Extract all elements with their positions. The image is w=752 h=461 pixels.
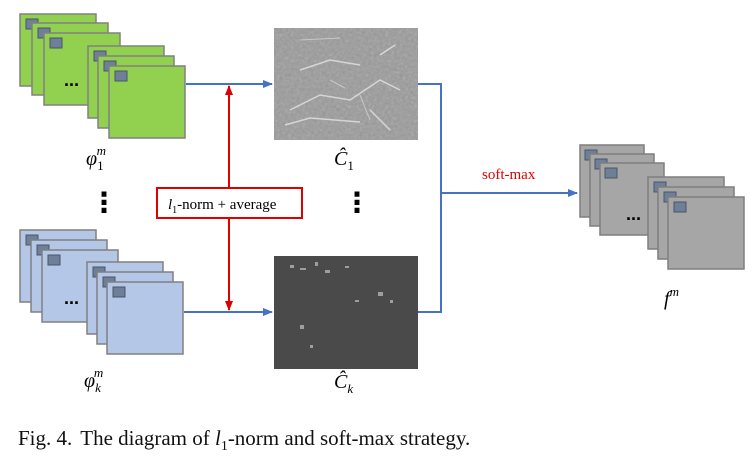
caption-text-before: The diagram of [80,426,215,450]
phi-1-label: φ1m [86,143,106,173]
softmax-label: soft-max [482,167,536,183]
merge-line-bottom [418,193,442,313]
c-k-label: Ĉk [334,369,353,396]
phi-k-label: φkm [84,365,103,395]
figure-number: Fig. 4. [18,426,73,450]
figure-caption: Fig. 4. The diagram of l1-norm and soft-m… [18,426,738,455]
svg-text:l1-norm + average: l1-norm + average [168,197,277,216]
caption-l1: l [214,426,221,450]
blue-stack-ellipsis: ... [64,288,79,308]
feature-stack-phi-k: ... φkm [19,229,184,395]
merge-line-top [418,83,442,193]
gray-feature-maps [579,144,745,270]
gray-stack-ellipsis: ... [626,204,641,224]
feature-stack-phi-1: ... φ1m [19,13,186,173]
output-stack-f-m: ... fm [579,144,745,310]
l1-norm-average-box: l1-norm + average [156,187,303,219]
caption-text-after: -norm and soft-max strategy. [227,426,471,450]
green-stack-ellipsis: ... [64,70,79,90]
caption-l1-sub: 1 [220,439,228,455]
green-feature-maps [19,13,186,139]
blue-feature-maps [19,229,184,355]
vertical-dots-middle: ⋮ [343,187,371,218]
c-1-label: Ĉ1 [334,146,354,173]
activity-map-c-1 [274,28,418,140]
f-m-label: fm [664,284,679,310]
vertical-dots-left: ⋮ [90,187,118,218]
activity-map-c-k [274,256,418,369]
